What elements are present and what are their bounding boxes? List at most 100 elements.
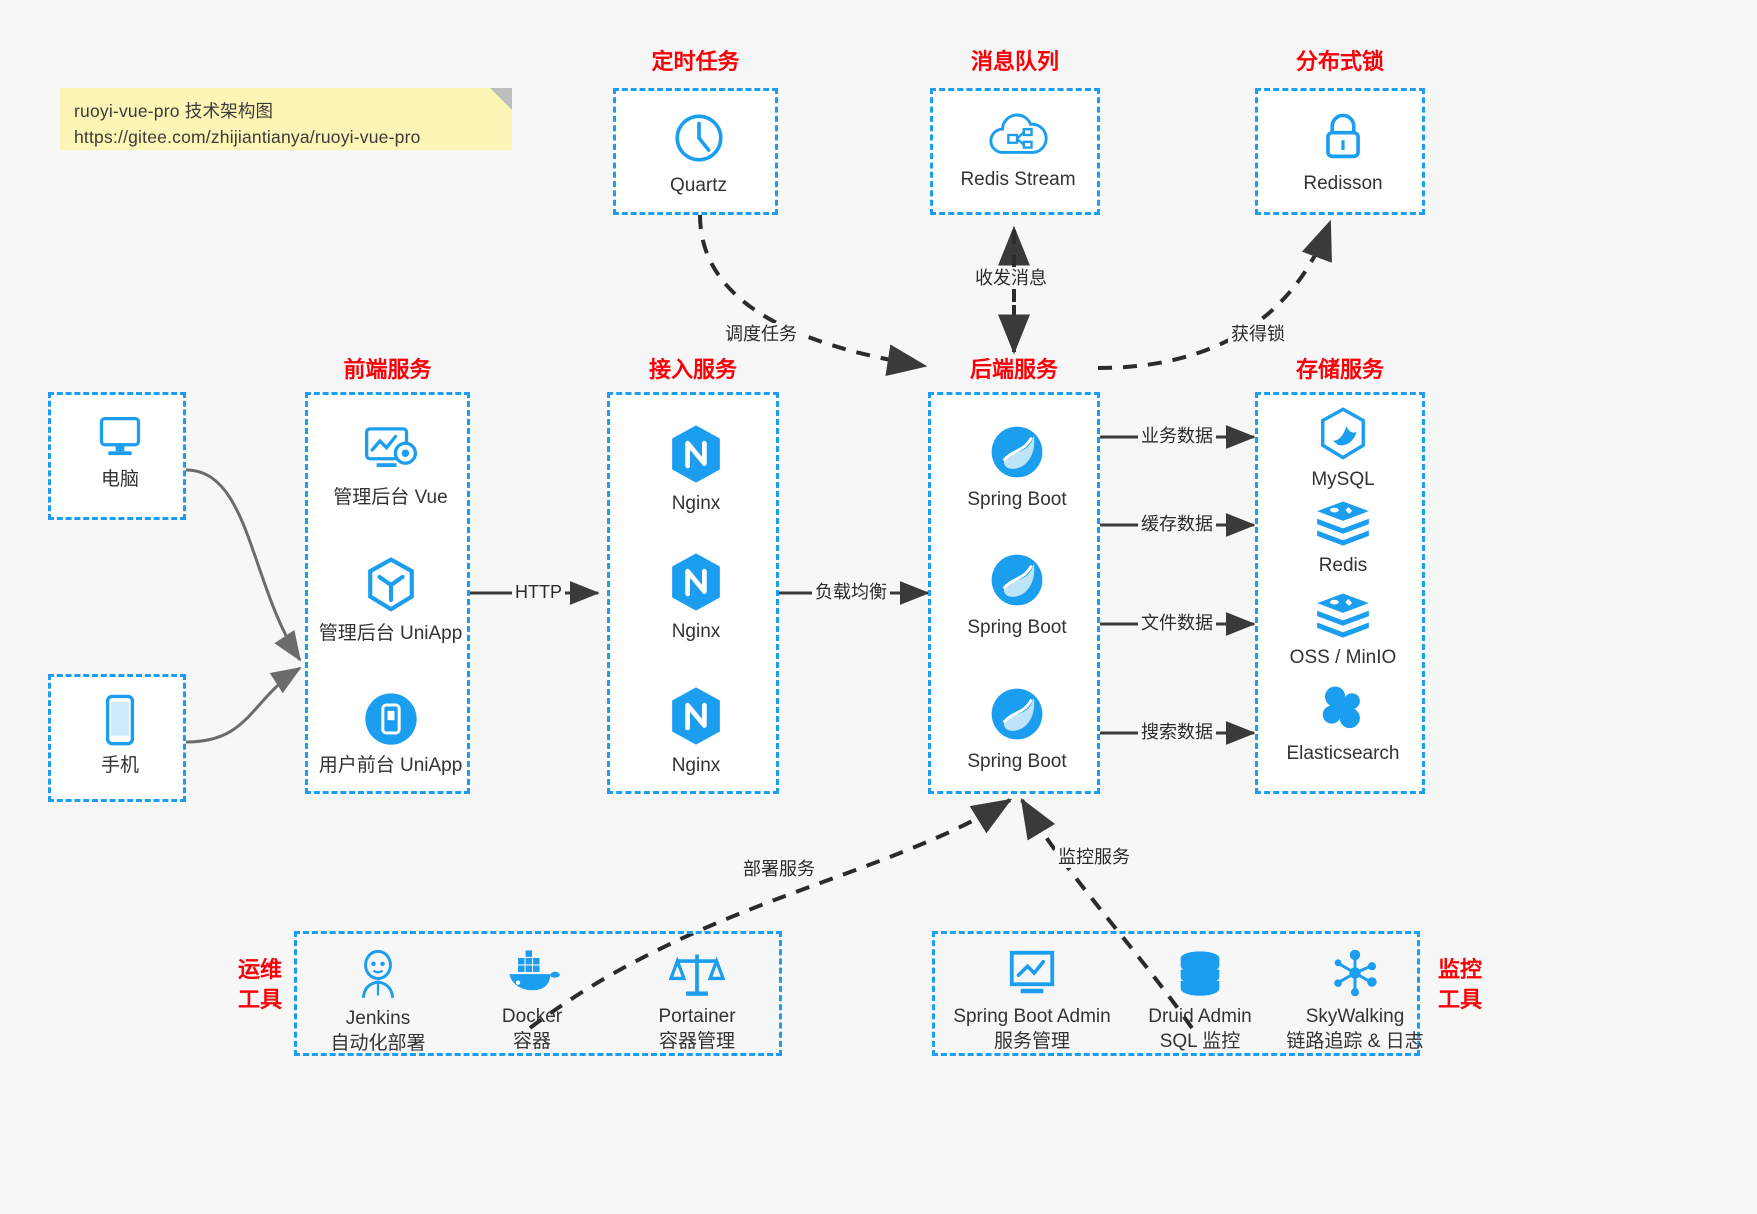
edge-label-load-balance: 负载均衡 [812, 581, 890, 603]
node-spring-boot-1[interactable]: Spring Boot [931, 423, 1103, 512]
node-label: Nginx [671, 493, 721, 514]
node-desc: SQL 监控 [1159, 1031, 1241, 1052]
node-name: Jenkins [345, 1008, 411, 1029]
node-name: Portainer [658, 1006, 736, 1027]
edge-label-deploy-service: 部署服务 [740, 858, 818, 880]
node-label: 手机 [100, 755, 139, 776]
group-title-lock: 分布式锁 [1295, 49, 1384, 74]
node-label: Elasticsearch [1286, 743, 1400, 764]
node-redis[interactable]: Redis [1258, 499, 1428, 578]
node-mysql[interactable]: MySQL [1258, 407, 1428, 492]
edge-label-http: HTTP [512, 581, 565, 603]
edge-label-send-receive-message: 收发消息 [972, 267, 1050, 289]
spring-leaf-icon [991, 554, 1043, 606]
nginx-icon [672, 687, 720, 745]
lock-icon [1326, 113, 1360, 159]
node-name: Druid Admin [1148, 1006, 1252, 1027]
node-desc: 链路追踪 & 日志 [1286, 1031, 1424, 1052]
group-title-scheduler: 定时任务 [651, 49, 740, 74]
node-spring-boot-2[interactable]: Spring Boot [931, 551, 1103, 640]
node-label: 用户前台 UniApp [318, 755, 463, 776]
desktop-icon [99, 416, 141, 456]
group-title-monitor: 监控 工具 [1428, 955, 1492, 1015]
node-name: SkyWalking [1305, 1006, 1405, 1027]
edge-label-file-data: 文件数据 [1138, 612, 1216, 634]
node-mobile[interactable]: 手机 [51, 693, 189, 778]
node-label: Redis [1318, 555, 1368, 576]
spring-leaf-icon [991, 426, 1043, 478]
group-title-backend: 后端服务 [969, 357, 1058, 382]
node-label: 电脑 [100, 469, 139, 490]
node-desc: 容器 [512, 1031, 551, 1052]
node-label: Spring Boot [967, 489, 1067, 510]
node-label: Quartz [669, 175, 728, 196]
client-box-desktop: 电脑 [48, 392, 186, 520]
group-box-frontend: 管理后台 Vue 管理后台 UniApp 用户前台 UniApp [305, 392, 470, 794]
monitor-chart-icon [1009, 950, 1055, 994]
node-quartz[interactable]: Quartz [616, 109, 781, 198]
group-title-mq: 消息队列 [970, 49, 1059, 74]
cloud-stream-icon [989, 113, 1048, 154]
node-admin-uniapp[interactable]: 管理后台 UniApp [308, 555, 473, 646]
redis-stack-icon [1317, 501, 1369, 546]
node-docker[interactable]: Docker 容器 [457, 948, 607, 1054]
node-user-uniapp[interactable]: 用户前台 UniApp [308, 691, 473, 778]
group-box-storage: MySQL Redis OSS / MinIO [1255, 392, 1425, 794]
group-box-scheduler: Quartz [613, 88, 778, 215]
edge-label-business-data: 业务数据 [1138, 425, 1216, 447]
node-skywalking[interactable]: SkyWalking 链路追踪 & 日志 [1265, 948, 1445, 1054]
node-label: 管理后台 UniApp [318, 623, 463, 644]
cube-icon [367, 557, 414, 612]
nginx-icon [672, 425, 720, 483]
group-box-monitor: Spring Boot Admin 服务管理 Druid Admin SQL 监… [932, 931, 1424, 1056]
note-dogear-icon [490, 88, 512, 110]
group-title-gateway: 接入服务 [648, 357, 737, 382]
node-redisson[interactable]: Redisson [1258, 109, 1428, 196]
node-redis-stream[interactable]: Redis Stream [933, 109, 1103, 192]
group-title-monitor-line1: 监控 [1437, 957, 1482, 982]
database-icon [1180, 951, 1220, 996]
edge-label-schedule-task: 调度任务 [722, 323, 800, 345]
node-desc: 自动化部署 [330, 1033, 426, 1054]
node-spring-boot-3[interactable]: Spring Boot [931, 685, 1103, 774]
group-title-devops-line1: 运维 [237, 957, 282, 982]
node-desktop[interactable]: 电脑 [51, 411, 189, 492]
node-name: Spring Boot Admin [953, 1006, 1111, 1027]
node-label: OSS / MinIO [1289, 647, 1397, 668]
note-line-2: https://gitee.com/zhijiantianya/ruoyi-vu… [74, 127, 421, 147]
node-portainer[interactable]: Portainer 容器管理 [617, 948, 777, 1054]
node-label: Spring Boot [967, 751, 1067, 772]
group-box-devops: Jenkins 自动化部署 Docker 容器 [294, 931, 782, 1056]
node-elasticsearch[interactable]: Elasticsearch [1258, 683, 1428, 766]
node-label: Nginx [671, 621, 721, 642]
spring-leaf-icon [991, 688, 1043, 740]
jenkins-butler-icon [361, 949, 395, 998]
node-label: Redisson [1303, 173, 1383, 194]
group-title-monitor-line2: 工具 [1437, 987, 1482, 1012]
node-jenkins[interactable]: Jenkins 自动化部署 [303, 948, 453, 1056]
group-box-gateway: Nginx Nginx Nginx [607, 392, 779, 794]
group-box-lock: Redisson [1255, 88, 1425, 215]
node-desc: 容器管理 [658, 1031, 735, 1052]
elasticsearch-icon [1322, 686, 1360, 729]
group-title-frontend: 前端服务 [343, 357, 432, 382]
node-label: Spring Boot [967, 617, 1067, 638]
nginx-icon [672, 553, 720, 611]
node-druid-admin[interactable]: Druid Admin SQL 监控 [1125, 948, 1275, 1054]
node-label: Redis Stream [960, 169, 1076, 190]
node-admin-vue[interactable]: 管理后台 Vue [308, 423, 473, 510]
client-box-mobile: 手机 [48, 674, 186, 802]
mysql-dolphin-icon [1321, 407, 1365, 460]
group-title-devops-line2: 工具 [237, 987, 282, 1012]
diagram-note: ruoyi-vue-pro 技术架构图 https://gitee.com/zh… [60, 88, 512, 150]
node-spring-boot-admin[interactable]: Spring Boot Admin 服务管理 [937, 948, 1127, 1054]
node-label: 管理后台 Vue [333, 487, 448, 508]
note-line-1: ruoyi-vue-pro 技术架构图 [74, 101, 274, 121]
node-nginx-3[interactable]: Nginx [610, 685, 782, 778]
node-nginx-1[interactable]: Nginx [610, 423, 782, 516]
node-oss-minio[interactable]: OSS / MinIO [1258, 591, 1428, 670]
group-box-mq: Redis Stream [930, 88, 1100, 215]
node-nginx-2[interactable]: Nginx [610, 551, 782, 644]
docker-whale-icon [509, 950, 560, 991]
